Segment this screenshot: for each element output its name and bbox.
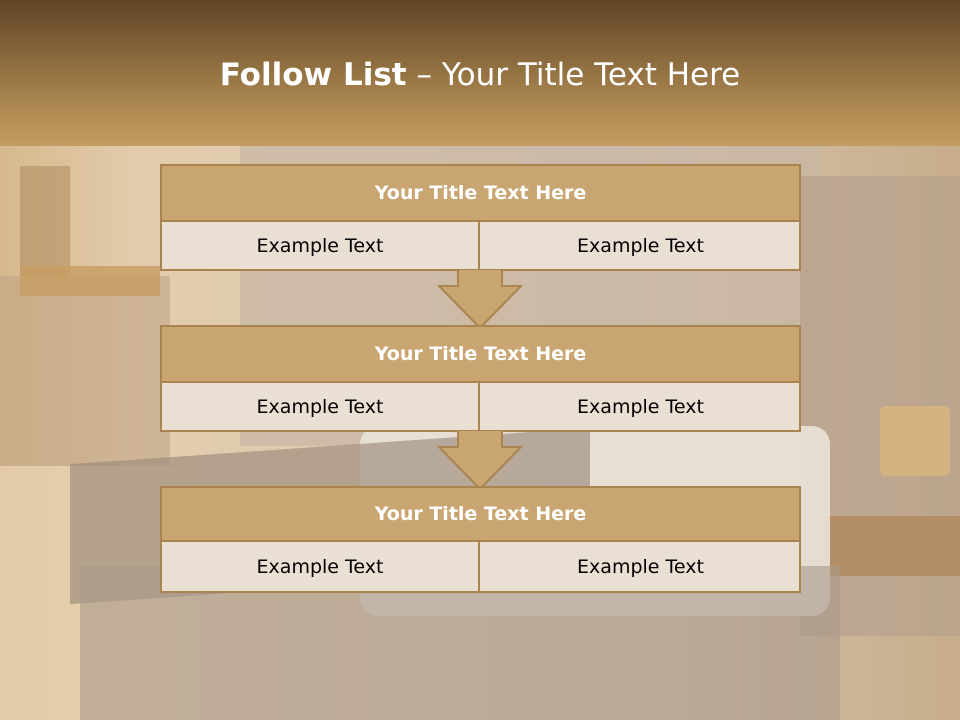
title-band: Follow List – Your Title Text Here xyxy=(0,0,960,146)
flow-box-1: Your Title Text Here Example Text Exampl… xyxy=(160,164,801,271)
flow-box-left-text: Example Text xyxy=(162,222,480,269)
flow-box-2: Your Title Text Here Example Text Exampl… xyxy=(160,325,801,432)
photo-cabinet xyxy=(0,276,170,466)
flow-box-right-text: Example Text xyxy=(482,222,799,269)
slide-title: Follow List – Your Title Text Here xyxy=(0,55,960,95)
flow-box-left-text: Example Text xyxy=(162,542,480,591)
slide-title-rest: – Your Title Text Here xyxy=(406,57,741,93)
flow-box-3: Your Title Text Here Example Text Exampl… xyxy=(160,486,801,593)
flow-box-right-text: Example Text xyxy=(482,383,799,430)
photo-door xyxy=(20,166,70,276)
down-arrow-icon xyxy=(437,269,523,329)
photo-sink xyxy=(20,266,160,296)
flow-box-right-text: Example Text xyxy=(482,542,799,591)
flow-box-title: Your Title Text Here xyxy=(162,166,799,222)
flow-box-title: Your Title Text Here xyxy=(162,327,799,383)
slide-title-bold: Follow List xyxy=(219,57,407,93)
down-arrow-icon xyxy=(437,430,523,490)
flow-box-title: Your Title Text Here xyxy=(162,488,799,542)
photo-lamp xyxy=(880,406,950,476)
photo-bedside-table xyxy=(820,516,960,576)
flow-box-left-text: Example Text xyxy=(162,383,480,430)
